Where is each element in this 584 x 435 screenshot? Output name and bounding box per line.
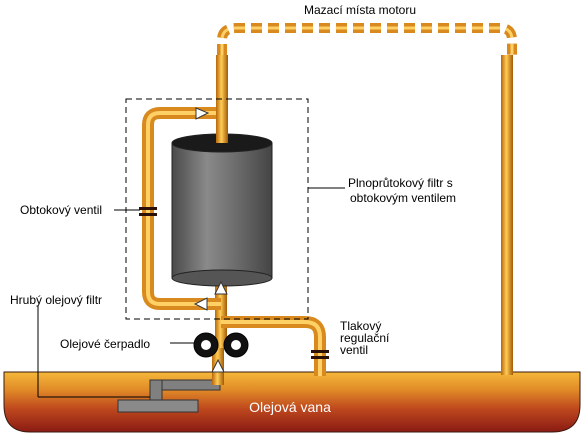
pressure-valve-label: Tlakový regulační ventil (340, 319, 393, 357)
flow-arrow-top (195, 107, 210, 120)
flow-arrow-filter-in (214, 280, 228, 295)
full-flow-filter (171, 133, 273, 287)
bypass-valve-label: Obtokový ventil (20, 203, 102, 217)
leader-lines (37, 187, 345, 398)
oil-pan (3, 371, 581, 433)
coarse-oil-filter (117, 379, 221, 413)
pressure-valve-label-line2: regulační (340, 331, 390, 345)
return-pipe (501, 55, 513, 375)
flow-arrow-bypass (193, 297, 208, 311)
full-flow-filter-label-line2: obtokovým ventilem (350, 191, 456, 205)
coarse-filter-label: Hrubý olejový filtr (10, 293, 102, 307)
filter-assembly-frame (125, 98, 309, 320)
pump-outlet-pipe (215, 278, 227, 348)
pressure-valve-label-line1: Tlakový (340, 319, 381, 333)
pressure-valve-marker (311, 350, 329, 359)
bypass-valve-marker (139, 207, 157, 216)
flow-arrow-suction (211, 358, 225, 373)
pressure-valve-label-line3: ventil (340, 343, 368, 357)
full-flow-filter-label-line1: Plnoprůtokový filtr s (348, 176, 453, 190)
diagram-title: Mazací místa motoru (304, 3, 416, 17)
engine-supply-line (217, 23, 517, 55)
oil-pan-label: Olejová vana (249, 399, 331, 415)
full-flow-filter-label: Plnoprůtokový filtr s obtokovým ventilem (348, 176, 456, 205)
oil-pump-icon (193, 332, 249, 358)
pressure-branch-pipe (221, 316, 326, 376)
oil-pump-label: Olejové čerpadlo (60, 337, 150, 351)
